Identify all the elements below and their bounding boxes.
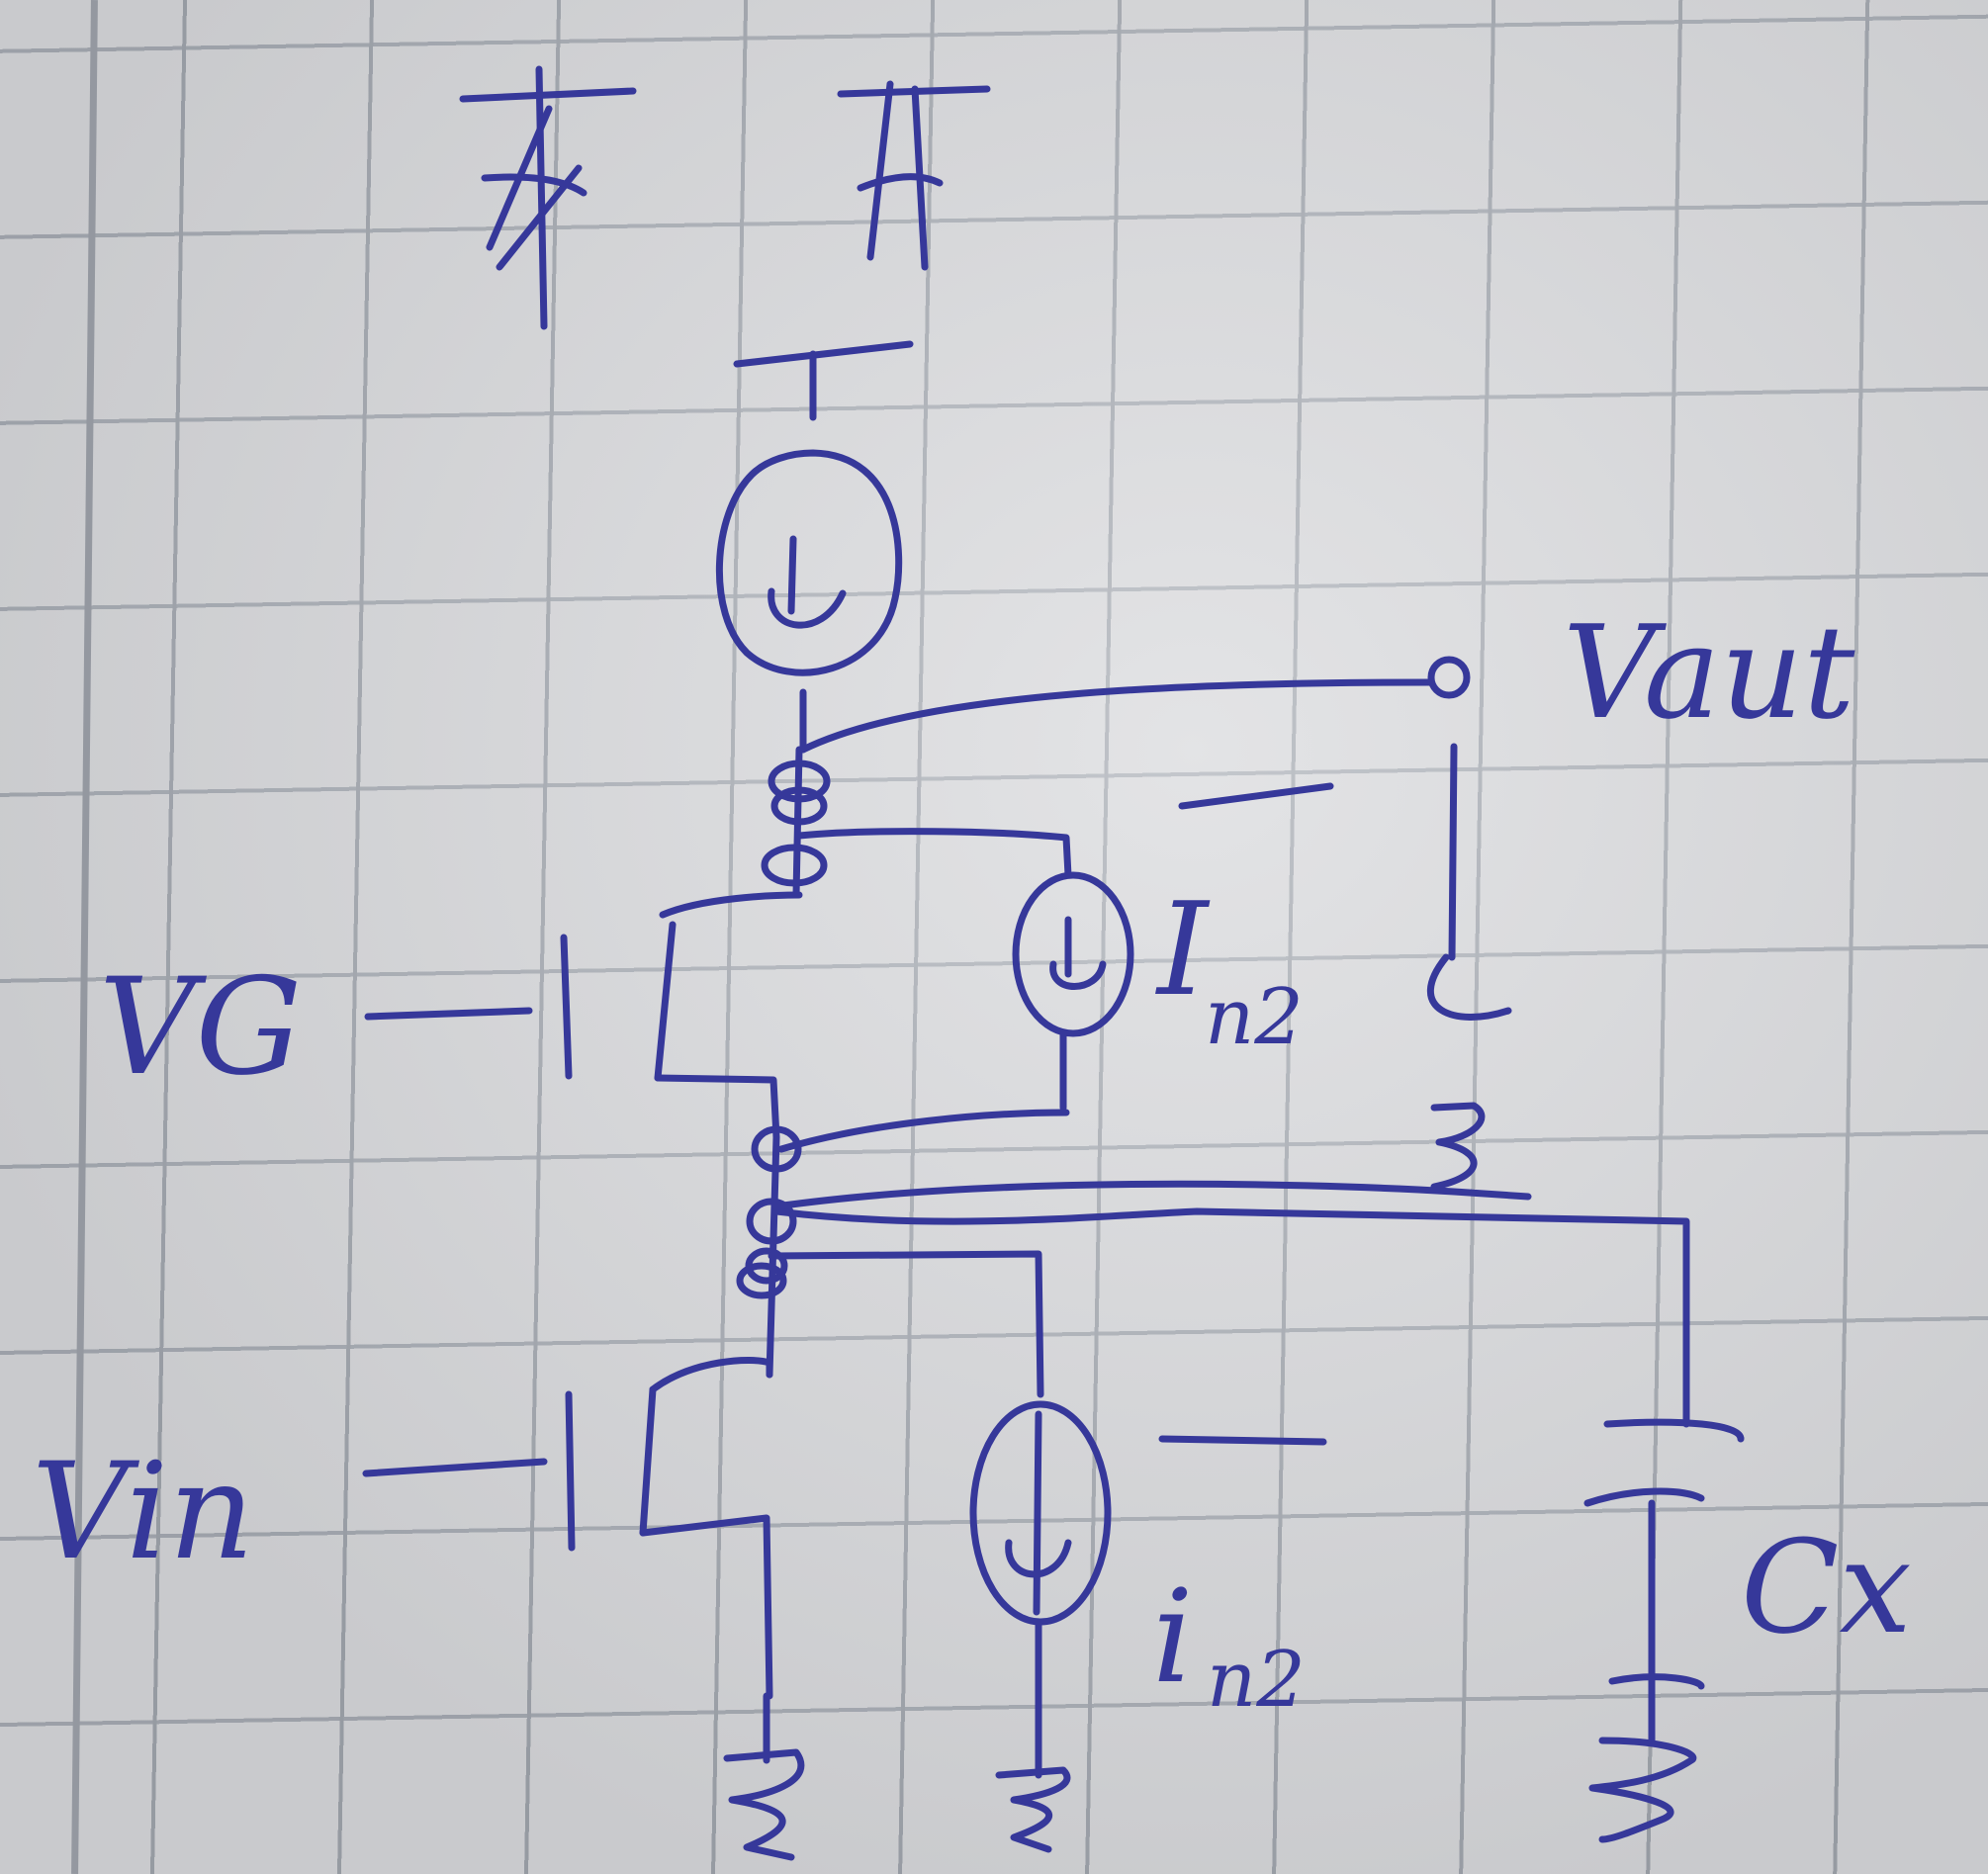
lower-noise-current-source (969, 1400, 1112, 1740)
wire-to-capacitor (772, 1207, 1690, 1428)
capacitor-cx (1583, 1418, 1745, 1690)
vout-label: Vaut (1563, 597, 1855, 748)
scribbled-symbol-left (459, 65, 637, 330)
vin-label: Vin (32, 1434, 254, 1589)
wire-to-right-ground (772, 1180, 1532, 1210)
wire-from-upper-noise-source (777, 1109, 1070, 1153)
lower-noise-label: i n2 (1152, 1435, 1327, 1725)
input-transistor (362, 1356, 773, 1700)
upper-current-source (715, 449, 903, 754)
vout-node (799, 656, 1471, 754)
upper-noise-label: I n2 (1155, 782, 1334, 1062)
vout-ground (1427, 743, 1512, 1191)
drain-node (761, 746, 831, 899)
wire-to-upper-noise-source (795, 828, 1072, 879)
source-node (736, 1125, 802, 1379)
ground-middle (995, 1732, 1071, 1853)
cx-label: Cx (1741, 1512, 1912, 1662)
wire-to-lower-noise-source (768, 1250, 1044, 1398)
ground-left (723, 1692, 805, 1861)
upper-noise-current-source (1012, 871, 1134, 1112)
in2-lower-base: i (1152, 1562, 1194, 1712)
in2-upper-sub: n2 (1205, 973, 1304, 1062)
in2-lower-sub: n2 (1207, 1636, 1306, 1725)
ground-right (1588, 1677, 1697, 1843)
scribbled-symbol-right (837, 80, 991, 271)
supply-rail (733, 340, 914, 421)
in2-upper-base: I (1155, 874, 1211, 1025)
cascode-transistor (364, 891, 803, 1141)
vg-label: VG (99, 949, 302, 1105)
